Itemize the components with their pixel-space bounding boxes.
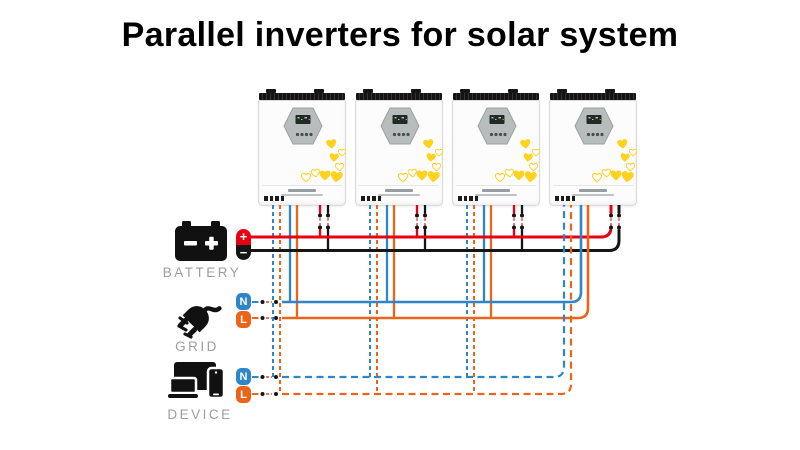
inverter-nameplate	[288, 189, 316, 192]
inverter-body	[452, 100, 541, 206]
hearts-decoration	[591, 139, 638, 183]
inverter-nameplate-sub	[475, 193, 517, 196]
grid-label: GRID	[175, 339, 219, 354]
divider	[359, 185, 439, 186]
hearts-decoration	[300, 139, 347, 183]
mount-tab	[460, 89, 470, 93]
mount-tab	[411, 89, 421, 93]
battery-negative-terminal: −	[236, 244, 251, 260]
inverter-nameplate-sub	[378, 193, 420, 196]
inverter-display-panel	[574, 107, 614, 145]
hearts-decoration	[397, 139, 444, 183]
terminal-markings	[458, 196, 478, 201]
inverter-display-panel	[283, 107, 323, 145]
battery-icon	[175, 221, 227, 261]
grid-neutral-terminal: N	[236, 293, 251, 310]
inverter-heatsink	[259, 93, 345, 100]
device-live-terminal: L	[236, 386, 251, 403]
inverter-heatsink	[356, 93, 442, 100]
divider	[553, 185, 633, 186]
mount-tab	[508, 89, 518, 93]
inverter	[452, 89, 541, 206]
terminal-markings	[555, 196, 575, 201]
grid-live-terminal: L	[236, 311, 251, 328]
battery-label: BATTERY	[162, 265, 242, 280]
page-title: Parallel inverters for solar system	[121, 16, 679, 54]
inverter-heatsink	[453, 93, 539, 100]
divider	[456, 185, 536, 186]
inverter-nameplate	[385, 189, 413, 192]
battery-terminals: + −	[236, 229, 251, 260]
mount-tab	[557, 89, 567, 93]
inverter-body	[355, 100, 444, 206]
device-neutral-terminal: N	[236, 368, 251, 385]
grid-plug-icon	[177, 306, 222, 339]
inverter-nameplate-sub	[281, 193, 323, 196]
device-icon	[168, 362, 226, 400]
divider	[262, 185, 342, 186]
inverter-heatsink	[550, 93, 636, 100]
inverter-body	[549, 100, 638, 206]
inverter-nameplate	[579, 189, 607, 192]
inverter-display-panel	[477, 107, 517, 145]
mount-tab	[363, 89, 373, 93]
mount-tab	[266, 89, 276, 93]
terminal-markings	[264, 196, 284, 201]
mount-tab	[314, 89, 324, 93]
inverter-nameplate	[482, 189, 510, 192]
device-label: DEVICE	[167, 407, 233, 422]
inverter-nameplate-sub	[572, 193, 614, 196]
inverter	[355, 89, 444, 206]
inverter-body	[258, 100, 347, 206]
hearts-decoration	[494, 139, 541, 183]
battery-positive-terminal: +	[236, 229, 251, 245]
inverter	[258, 89, 347, 206]
inverter	[549, 89, 638, 206]
terminal-markings	[361, 196, 381, 201]
inverter-display-panel	[380, 107, 420, 145]
mount-tab	[605, 89, 615, 93]
